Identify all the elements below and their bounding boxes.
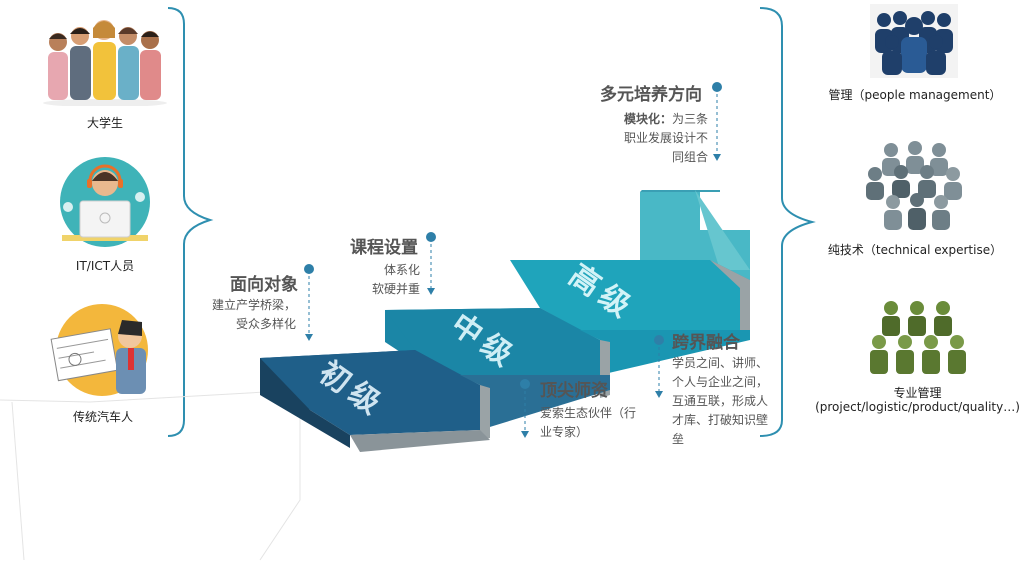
step-low (260, 350, 480, 435)
annotation-line: 建立产学桥梁， (211, 298, 296, 312)
track-label: 管理（people management） (828, 88, 1002, 102)
audience-label: 大学生 (86, 116, 123, 130)
audience-label: 传统汽车人 (72, 410, 133, 424)
annotation-title: 课程设置 (350, 238, 418, 258)
faint-outline (0, 389, 301, 561)
step-mid (385, 308, 600, 375)
stair-diagram (260, 190, 755, 452)
annotation-line: 个人与企业之间， (672, 375, 769, 389)
dot-line-crossover (654, 335, 664, 398)
annotation-line: 为三条 (671, 112, 708, 126)
audience-auto: 传统汽车人 (44, 302, 174, 427)
auto-engineer-icon (50, 304, 148, 396)
left-bracket (167, 7, 214, 437)
audience-students: 大学生 (40, 6, 170, 136)
annotation-title: 面向对象 (230, 275, 298, 295)
track-sublabel: (project/logistic/product/quality…) (815, 400, 1020, 414)
annotation-line: 受众多样化 (235, 317, 296, 331)
annotation-line: 学员之间、讲师、 (672, 356, 769, 370)
track-management: 管理（people management） (820, 4, 1010, 104)
people-management-icon (870, 4, 958, 78)
annotation-bold: 模块化： (623, 112, 672, 126)
it-worker-icon (60, 157, 150, 247)
step-high (510, 260, 750, 330)
track-professional: 专业管理 (project/logistic/product/quality…) (815, 296, 1020, 421)
audience-label: IT/ICT人员 (75, 259, 135, 273)
dot-line-teachers (520, 379, 530, 438)
annotation-line: 体系化 (383, 263, 420, 277)
annotation-line: 职业发展设计不 (623, 131, 708, 145)
professional-people-icon (870, 301, 966, 374)
right-bracket (759, 7, 816, 437)
technical-people-icon (866, 141, 962, 230)
annotation-title: 跨界融合 (672, 333, 740, 353)
annotation-line: 互通互联，形成人 (672, 394, 769, 408)
dot-line-target (304, 264, 314, 341)
dot-line-curriculum (426, 232, 436, 295)
track-technical: 纯技术（technical expertise） (815, 138, 1015, 263)
annotation-line: 业专家） (540, 425, 589, 439)
annotation-line: 爱索生态伙伴（行 (540, 406, 637, 420)
annotation-line: 软硬并重 (371, 282, 420, 296)
audience-it: IT/ICT人员 (40, 155, 170, 280)
track-label: 纯技术（technical expertise） (827, 243, 1003, 257)
annotation-title: 顶尖师资 (540, 381, 608, 401)
annotation-line: 垒 (672, 432, 685, 446)
dot-line-direction (712, 82, 722, 161)
students-group-icon (43, 20, 167, 107)
track-label: 专业管理 (893, 386, 942, 400)
annotation-title: 多元培养方向 (600, 85, 702, 105)
annotation-line: 才库、打破知识壁 (672, 413, 769, 427)
annotation-line: 同组合 (671, 150, 708, 164)
